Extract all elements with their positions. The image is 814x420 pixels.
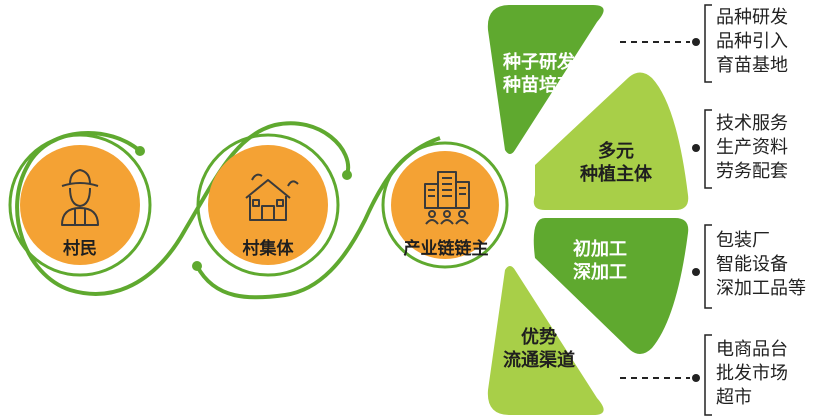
wave-connector-line [15,121,351,296]
note-line: 品种研发 [716,7,788,28]
segment-line: 深加工 [573,262,627,283]
segment-distribution [487,266,604,415]
note-line: 技术服务 [716,113,788,134]
note-processing: 包装厂 智能设备 深加工品等 [716,229,806,301]
segment-label-distribution: 优势 流通渠道 [494,326,584,372]
note-planting: 技术服务 生产资料 劳务配套 [716,112,788,184]
note-line: 批发市场 [716,363,788,384]
segment-line: 初加工 [573,239,627,260]
farmer-icon [61,169,99,226]
note-line: 包装厂 [716,230,770,251]
leader-dot [692,38,700,46]
wave-dot [192,261,202,271]
industry-building-icon [424,171,470,225]
node-ring [381,141,509,269]
wave-dot [135,146,145,156]
node-circle-chain-leader [391,151,499,259]
segment-line: 种植主体 [580,164,652,185]
bracket [704,4,712,83]
node-label-villager: 村民 [63,239,97,259]
leader-dot [692,144,700,152]
segment-label-planting: 多元 种植主体 [566,140,666,186]
node-ring [8,133,152,277]
segment-seed-rnd [487,5,604,154]
note-line: 智能设备 [716,254,788,275]
note-line: 深加工品等 [716,278,806,299]
note-line: 品种引入 [716,31,788,52]
segment-label-processing: 初加工 深加工 [560,238,640,284]
segment-planting-subjects [533,72,689,210]
wave-dot [342,170,352,180]
segment-line: 优势 [521,327,557,348]
note-distribution: 电商品台 批发市场 超市 [716,338,788,410]
segment-label-seed-rnd: 种子研发 种苗培育 [494,51,584,97]
note-line: 育苗基地 [716,55,788,76]
leader-dot [692,268,700,276]
segment-line: 种苗培育 [503,75,575,96]
segment-line: 流通渠道 [503,350,575,371]
note-seed-rnd: 品种研发 品种引入 育苗基地 [716,6,788,78]
bracket [704,224,712,309]
note-line: 超市 [716,387,752,408]
segment-line: 多元 [598,141,634,162]
bracket [704,109,712,189]
leader-dot [692,374,700,382]
note-line: 劳务配套 [716,161,788,182]
node-label-chain-leader: 产业链链主 [403,239,489,259]
note-line: 电商品台 [716,339,788,360]
village-house-icon [245,173,299,221]
note-line: 生产资料 [716,137,788,158]
node-label-collective: 村集体 [242,239,294,259]
bracket [704,334,712,416]
segment-line: 种子研发 [503,52,575,73]
segment-processing [533,218,689,354]
node-ring [196,133,340,277]
